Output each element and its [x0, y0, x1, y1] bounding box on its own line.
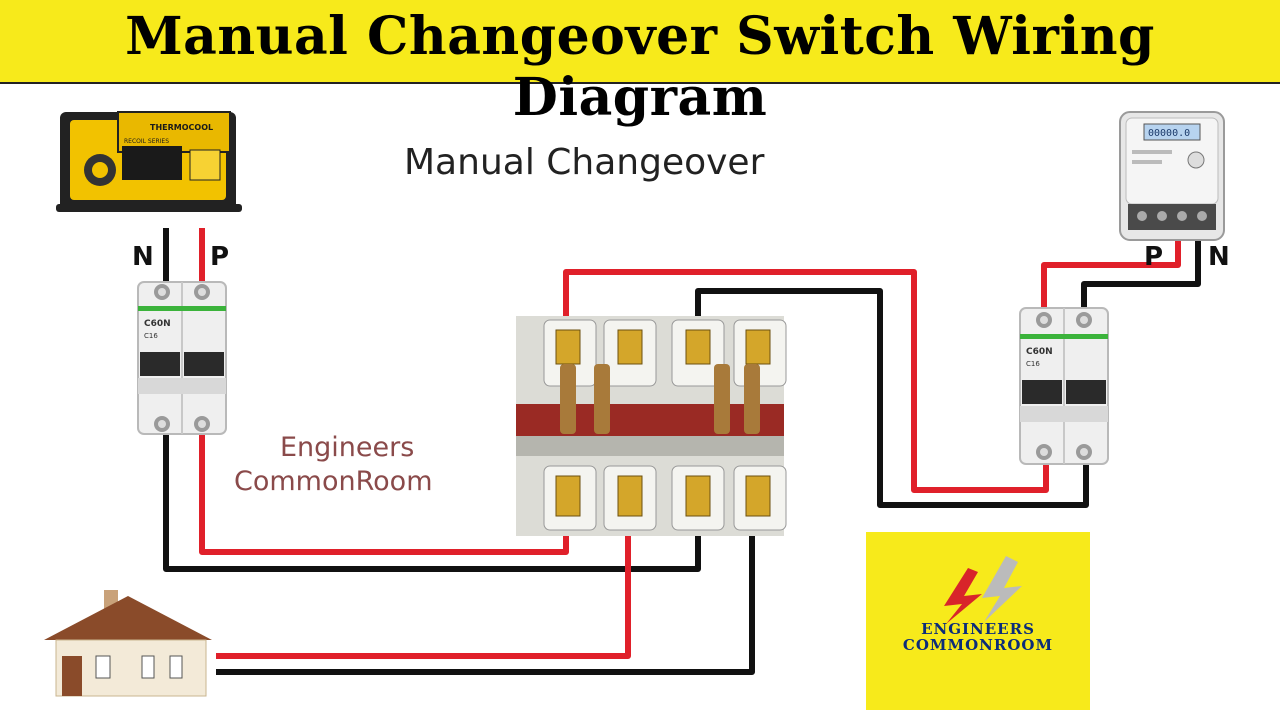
breaker-right-icon: C60N C16	[1019, 307, 1109, 465]
changeover-switch-icon	[516, 316, 787, 536]
logo-line1: ENGINEERS	[921, 620, 1035, 638]
brand-logo: ENGINEERS COMMONROOM	[866, 532, 1090, 710]
breaker-left-icon: C60N C16	[137, 281, 227, 435]
house-icon	[44, 590, 212, 697]
lightning-logo-icon	[944, 556, 1022, 624]
meter-display: 00000.0	[1148, 128, 1190, 139]
generator-phase-label: P	[210, 242, 230, 272]
title-banner: Manual Changeover Switch Wiring Diagram	[0, 0, 1280, 128]
breaker-left-model: C60N	[144, 319, 171, 329]
breaker-right-model: C60N	[1026, 347, 1053, 357]
generator-neutral-label: N	[132, 242, 154, 272]
breaker-right-rating: C16	[1026, 360, 1040, 368]
diagram-subtitle: Manual Changeover	[404, 142, 765, 183]
watermark-line2: CommonRoom	[234, 466, 433, 497]
breaker-left-rating: C16	[144, 332, 158, 340]
wires	[163, 228, 1201, 675]
meter-neutral-label: N	[1208, 242, 1230, 272]
watermark-line1: Engineers	[280, 432, 415, 463]
meter-phase-label: P	[1144, 242, 1164, 272]
generator-icon: THERMOCOOL RECOIL SERIES	[56, 111, 242, 212]
logo-line2: COMMONROOM	[902, 636, 1054, 654]
energy-meter-icon: 00000.0	[1119, 111, 1225, 241]
page-title: Manual Changeover Switch Wiring Diagram	[125, 6, 1155, 128]
generator-series: RECOIL SERIES	[124, 138, 169, 145]
generator-brand: THERMOCOOL	[150, 123, 213, 132]
